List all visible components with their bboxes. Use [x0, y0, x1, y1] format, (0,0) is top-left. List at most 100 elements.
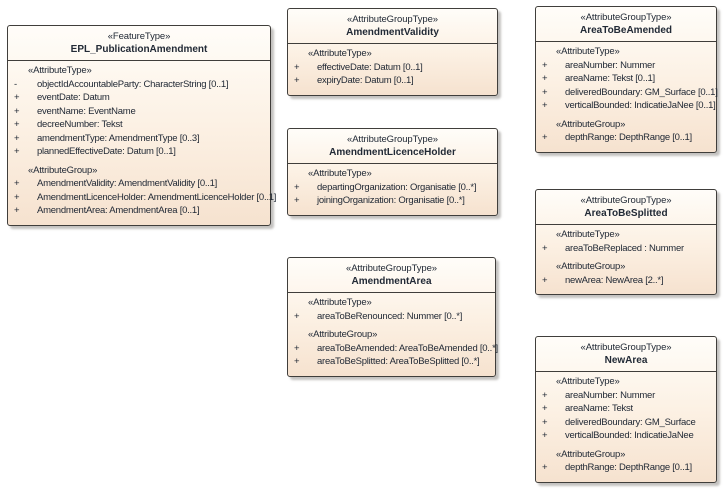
- class-stereotype: «FeatureType»: [107, 31, 171, 42]
- attribute-text: AmendmentValidity: AmendmentValidity [0.…: [37, 178, 218, 189]
- class-stereotype: «AttributeGroupType»: [580, 195, 672, 206]
- attribute-text: plannedEffectiveDate: Datum [0..1]: [37, 146, 176, 157]
- visibility-marker: +: [14, 205, 20, 216]
- visibility-marker: +: [14, 105, 20, 117]
- class-body: «AttributeType» + areaToBeRenounced: Numm…: [288, 293, 498, 376]
- attribute-row: -objectIdAccountableParty: CharacterStri…: [8, 78, 268, 92]
- visibility-marker: +: [542, 73, 548, 84]
- visibility-marker: +: [294, 356, 300, 367]
- class-box-amendment-licence-holder[interactable]: «AttributeGroupType» AmendmentLicenceHol…: [287, 128, 498, 216]
- attribute-text: joiningOrganization: Organisatie [0..*]: [317, 195, 465, 206]
- class-name: AmendmentValidity: [346, 27, 439, 38]
- attribute-text: newArea: NewArea [2..*]: [565, 274, 664, 286]
- visibility-marker: +: [542, 59, 548, 71]
- visibility-marker: +: [542, 416, 548, 428]
- attribute-section: «AttributeGroup» +AmendmentValidity: Ame…: [8, 164, 276, 218]
- attribute-text: verticalBounded: IndicatieJaNee [0..1]: [565, 100, 716, 111]
- visibility-marker: +: [294, 61, 300, 73]
- section-stereotype-label: «AttributeType»: [308, 297, 372, 308]
- class-box-epl-publication-amendment[interactable]: «FeatureType» EPL_PublicationAmendment «…: [7, 25, 276, 226]
- visibility-marker: +: [542, 132, 548, 143]
- class-header: «AttributeGroupType» AmendmentLicenceHol…: [288, 129, 497, 164]
- attribute-section: «AttributeType» + areaToBeRenounced: Numm…: [288, 296, 493, 323]
- attribute-text: areaToBeReplaced : Nummer: [565, 242, 684, 254]
- attribute-section: «AttributeType» + effectiveDate: Datum [0…: [288, 47, 495, 88]
- attribute-row: +plannedEffectiveDate: Datum [0..1]: [8, 145, 268, 159]
- class-header: «AttributeGroupType» AmendmentArea: [288, 258, 495, 293]
- attribute-section: «AttributeType» +departingOrganization: …: [288, 167, 495, 208]
- class-name: NewArea: [604, 355, 648, 366]
- attribute-text: verticalBounded: IndicatieJaNee: [565, 430, 694, 441]
- attribute-section: «AttributeGroup» +depthRange: DepthRange…: [536, 118, 714, 145]
- attribute-text: effectiveDate: Datum [0..1]: [317, 61, 423, 73]
- section-stereotype-label: «AttributeType»: [556, 46, 620, 57]
- attribute-row: + areaToBeSplitted: AreaToBeSplitted [0..…: [288, 355, 493, 369]
- attribute-row: + areaName: Tekst [0..1]: [536, 72, 714, 86]
- attribute-text: depthRange: DepthRange [0..1]: [565, 132, 692, 143]
- section-stereotype-label: «AttributeType»: [308, 48, 372, 59]
- attribute-section: «AttributeType» +areaToBeReplaced : Numm…: [536, 228, 714, 255]
- class-box-amendment-area[interactable]: «AttributeGroupType» AmendmentArea «Attr…: [287, 257, 498, 377]
- class-stereotype: «AttributeGroupType»: [347, 134, 438, 145]
- attribute-row: + areaToBeAmended: AreaToBeAmended [0..*]: [288, 342, 498, 356]
- section-stereotype-label: «AttributeGroup»: [308, 329, 378, 340]
- section-stereotype-label: «AttributeType»: [308, 168, 372, 179]
- attribute-text: areaToBeRenounced: Nummer [0..*]: [317, 310, 463, 322]
- attribute-row: + eventName: EventName: [8, 105, 268, 119]
- attribute-section: «AttributeType» -objectIdAccountablePart…: [8, 64, 268, 159]
- class-stereotype: «AttributeGroupType»: [346, 263, 437, 274]
- visibility-marker: +: [294, 310, 300, 322]
- visibility-marker: +: [294, 342, 300, 354]
- attribute-text: areaName: Tekst [0..1]: [565, 73, 655, 84]
- attribute-text: eventDate: Datum: [37, 92, 110, 103]
- attribute-row: + areaToBeReplaced : Nummer: [536, 242, 714, 256]
- visibility-marker: +: [542, 462, 548, 473]
- class-header: «AttributeGroupType» NewArea: [536, 337, 716, 372]
- attribute-text: expiryDate: Datum [0..1]: [317, 75, 414, 86]
- class-box-area-to-be-amended[interactable]: «AttributeGroupType» AreaToBeAmended «At…: [535, 6, 718, 153]
- attribute-section: «AttributeType» +areaNumber: Nummer +are…: [536, 45, 718, 113]
- attribute-row: +areaNumber: Nummer: [536, 389, 714, 403]
- visibility-marker: +: [542, 242, 548, 254]
- section-stereotype-label: «AttributeType»: [556, 376, 620, 387]
- section-stereotype-label: «AttributeType»: [28, 65, 92, 76]
- visibility-marker: +: [542, 274, 548, 286]
- attribute-text: deliveredBoundary: GM_Surface: [565, 416, 696, 428]
- class-box-new-area[interactable]: «AttributeGroupType» NewArea «AttributeT…: [535, 336, 717, 483]
- attribute-row: + joiningOrganization: Organisatie [0..*]: [288, 194, 495, 208]
- class-stereotype: «AttributeGroupType»: [580, 342, 672, 353]
- attribute-row: + eventDate: Datum: [8, 91, 268, 105]
- visibility-marker: +: [14, 92, 20, 103]
- class-body: «AttributeType» +departingOrganization: …: [288, 164, 497, 215]
- attribute-row: +verticalBounded: IndicatieJaNee [0..1]: [536, 99, 716, 113]
- class-stereotype: «AttributeGroupType»: [347, 14, 438, 25]
- class-stereotype: «AttributeGroupType»: [580, 12, 672, 23]
- class-box-amendment-validity[interactable]: «AttributeGroupType» AmendmentValidity «…: [287, 8, 498, 96]
- class-header: «FeatureType» EPL_PublicationAmendment: [8, 26, 270, 61]
- class-name: EPL_PublicationAmendment: [70, 44, 208, 55]
- attribute-row: +expiryDate: Datum [0..1]: [288, 74, 495, 88]
- class-body: «AttributeType» +areaNumber: Nummer +are…: [536, 372, 716, 482]
- visibility-marker: +: [294, 195, 300, 206]
- attribute-row: +amendmentType: AmendmentType [0..3]: [8, 132, 268, 146]
- class-box-area-to-be-splitted[interactable]: «AttributeGroupType» AreaToBeSplitted «A…: [535, 189, 717, 295]
- attribute-section: «AttributeGroup» + areaToBeAmended: AreaT…: [288, 328, 498, 369]
- class-header: «AttributeGroupType» AreaToBeAmended: [536, 7, 716, 42]
- attribute-text: eventName: EventName: [37, 105, 136, 117]
- attribute-text: AmendmentArea: AmendmentArea [0..1]: [37, 205, 200, 216]
- attribute-row: + newArea: NewArea [2..*]: [536, 274, 714, 288]
- attribute-row: +decreeNumber: Tekst: [8, 118, 268, 132]
- attribute-row: + deliveredBoundary: GM_Surface: [536, 416, 714, 430]
- attribute-row: + depthRange: DepthRange [0..1]: [536, 131, 714, 145]
- class-header: «AttributeGroupType» AmendmentValidity: [288, 9, 497, 44]
- attribute-text: areaToBeSplitted: AreaToBeSplitted [0..*…: [317, 356, 480, 367]
- attribute-text: depthRange: DepthRange [0..1]: [565, 462, 692, 473]
- attribute-text: objectIdAccountableParty: CharacterStrin…: [37, 78, 229, 90]
- attribute-row: +verticalBounded: IndicatieJaNee: [536, 429, 714, 443]
- attribute-text: areaNumber: Nummer: [565, 389, 655, 401]
- attribute-row: +AmendmentValidity: AmendmentValidity [0…: [8, 177, 268, 191]
- class-body: «AttributeType» +areaNumber: Nummer +are…: [536, 42, 718, 152]
- attribute-text: areaToBeAmended: AreaToBeAmended [0..*]: [317, 342, 498, 354]
- attribute-text: decreeNumber: Tekst: [37, 119, 123, 130]
